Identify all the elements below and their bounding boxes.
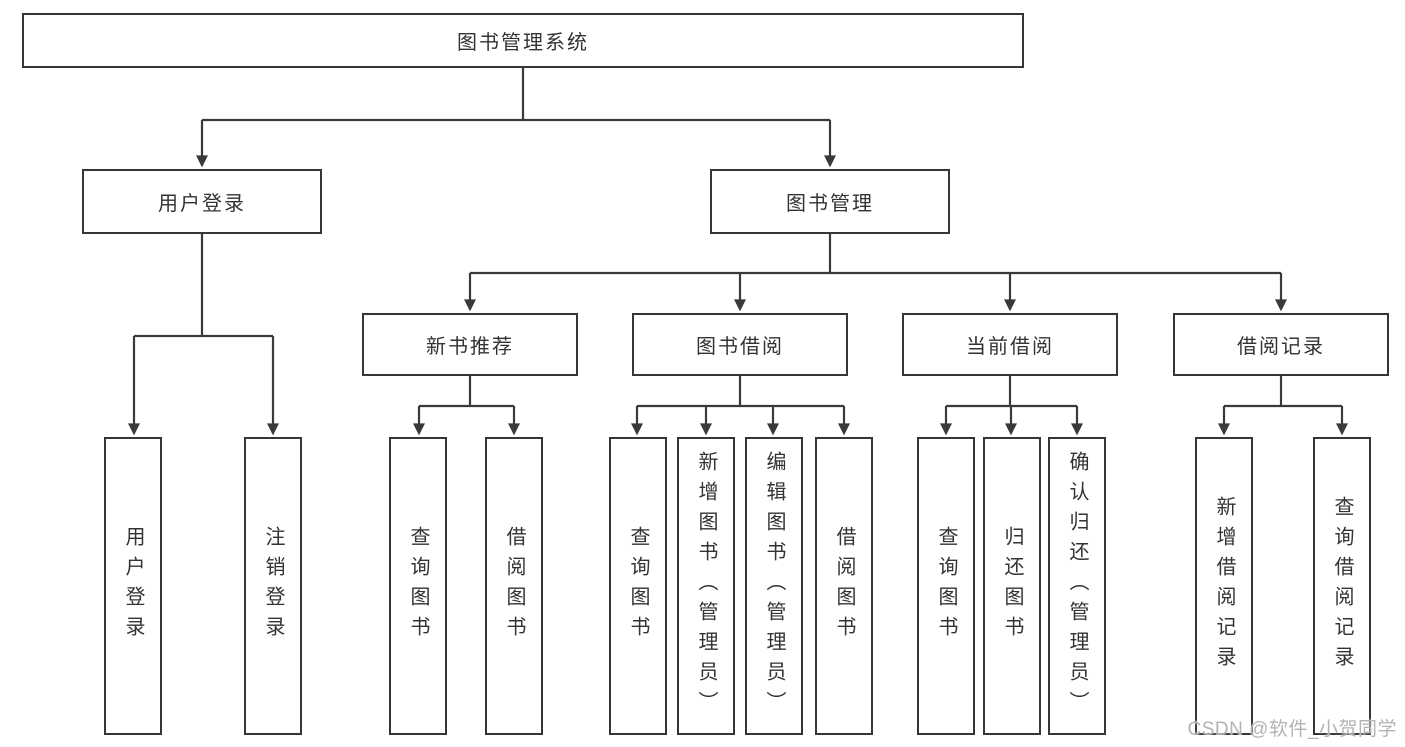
leaf-label: 新增借阅记录 xyxy=(1213,496,1235,676)
node-label: 当前借阅 xyxy=(966,336,1054,358)
leaf-return-books: 归还图书 xyxy=(983,437,1041,735)
node-current-borrowing: 当前借阅 xyxy=(902,313,1118,376)
node-label: 新书推荐 xyxy=(426,336,514,358)
leaf-query-books-recommend: 查询图书 xyxy=(389,437,447,735)
leaf-add-borrow-record: 新增借阅记录 xyxy=(1195,437,1253,735)
leaf-label: 借阅图书 xyxy=(503,526,525,646)
leaf-query-books-borrowing: 查询图书 xyxy=(609,437,667,735)
leaf-label: 查询图书 xyxy=(407,526,429,646)
node-label: 图书管理系统 xyxy=(457,32,589,54)
leaf-borrow-books-borrowing: 借阅图书 xyxy=(815,437,873,735)
leaf-add-book-admin: 新增图书（管理员） xyxy=(677,437,735,735)
leaf-query-borrow-record: 查询借阅记录 xyxy=(1313,437,1371,735)
node-user-login: 用户登录 xyxy=(82,169,322,234)
leaf-label: 用户登录 xyxy=(122,526,144,646)
node-book-management: 图书管理 xyxy=(710,169,950,234)
node-library-management-system: 图书管理系统 xyxy=(22,13,1024,68)
node-new-book-recommendation: 新书推荐 xyxy=(362,313,578,376)
leaf-label: 查询图书 xyxy=(935,526,957,646)
leaf-label: 确认归还（管理员） xyxy=(1066,451,1088,721)
leaf-label: 注销登录 xyxy=(262,526,284,646)
leaf-confirm-return-admin: 确认归还（管理员） xyxy=(1048,437,1106,735)
leaf-borrow-books-recommend: 借阅图书 xyxy=(485,437,543,735)
node-borrowing-records: 借阅记录 xyxy=(1173,313,1389,376)
leaf-label: 查询借阅记录 xyxy=(1331,496,1353,676)
node-label: 图书管理 xyxy=(786,193,874,215)
leaf-label: 归还图书 xyxy=(1001,526,1023,646)
leaf-logout: 注销登录 xyxy=(244,437,302,735)
node-label: 图书借阅 xyxy=(696,336,784,358)
watermark-text: CSDN @软件_小贺同学 xyxy=(1187,719,1397,740)
leaf-label: 借阅图书 xyxy=(833,526,855,646)
leaf-query-books-current: 查询图书 xyxy=(917,437,975,735)
leaf-label: 编辑图书（管理员） xyxy=(763,451,785,721)
leaf-user-login: 用户登录 xyxy=(104,437,162,735)
leaf-edit-book-admin: 编辑图书（管理员） xyxy=(745,437,803,735)
node-label: 用户登录 xyxy=(158,193,246,215)
leaf-label: 新增图书（管理员） xyxy=(695,451,717,721)
node-book-borrowing: 图书借阅 xyxy=(632,313,848,376)
leaf-label: 查询图书 xyxy=(627,526,649,646)
node-label: 借阅记录 xyxy=(1237,336,1325,358)
